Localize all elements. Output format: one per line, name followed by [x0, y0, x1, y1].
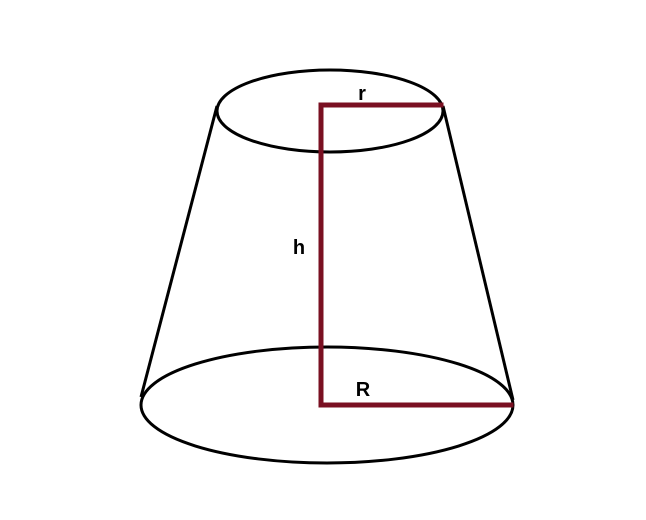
right-slant-edge [441, 105, 515, 401]
label-height: h [293, 237, 305, 259]
label-top-radius: r [358, 83, 366, 105]
frustum-outline [139, 68, 515, 465]
left-slant-edge [139, 105, 219, 398]
measurement-lines [318, 102, 514, 408]
label-bottom-radius: R [356, 379, 371, 401]
